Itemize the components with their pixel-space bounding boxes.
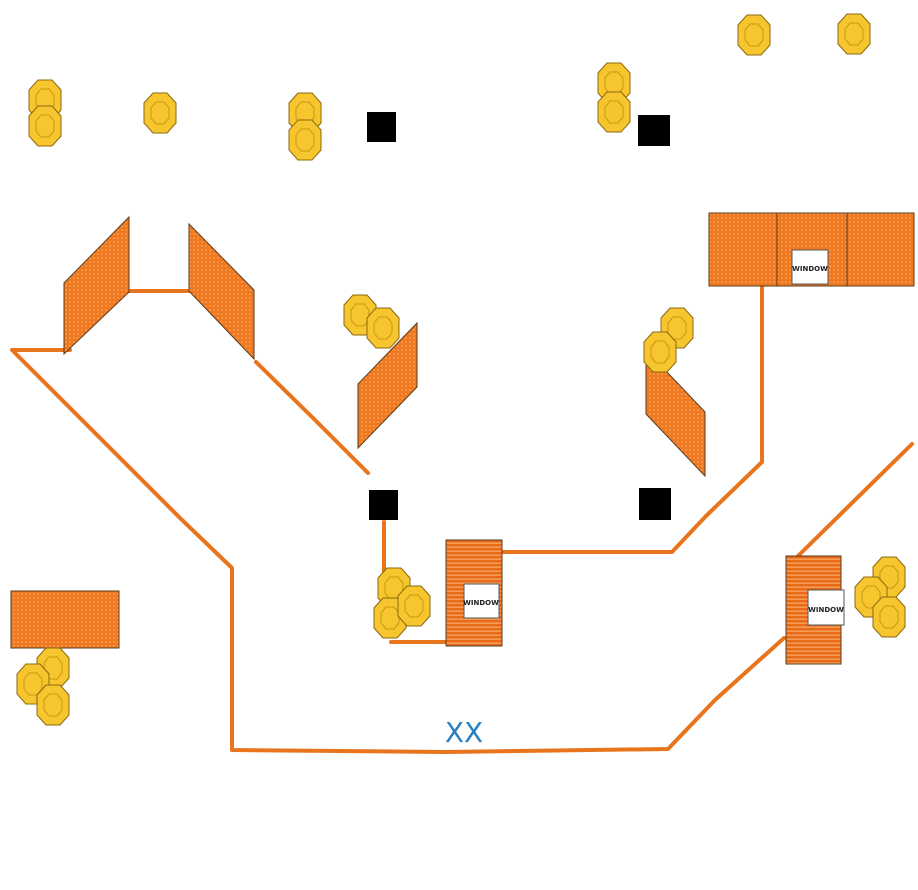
structure-center: WINDOW [445,539,503,647]
targets [16,13,906,726]
route-diagonal-center [254,360,370,475]
position-marker-xx: XX [445,716,483,749]
window-box-north-east [791,249,829,285]
barrier-wall-center-right [645,348,706,478]
target-octagon [397,585,431,627]
post-north-center [367,112,396,142]
posts [367,112,671,520]
route-north-east [500,285,764,554]
target-octagon [288,119,322,161]
window-box-east [807,589,845,626]
structure-east: WINDOW [785,555,845,665]
barrier-block-west [10,590,120,649]
target-octagon [36,684,70,726]
post-north-east [638,115,670,146]
target-octagon [597,91,631,133]
post-center-right [639,488,671,520]
target-octagon [643,331,677,373]
window-label-north-east: WINDOW [792,265,828,273]
route-east-diagonal [796,442,914,558]
target-octagon [28,105,62,147]
window-label-center: WINDOW [463,599,499,607]
route-lines [10,285,914,754]
target-octagon [737,14,771,56]
window-box-center [463,583,500,619]
barrier-walls [10,215,706,649]
barrier-wall-center-left [357,321,418,450]
target-octagon [837,13,871,55]
structure-north-east: WINDOW [708,212,915,287]
post-center-left [369,490,398,520]
barrier-wall-northwest-right [188,222,255,361]
target-octagon [143,92,177,134]
target-octagon [366,307,400,349]
barrier-wall-northwest-left [63,215,130,356]
target-octagon [872,596,906,638]
window-label-east: WINDOW [808,606,844,614]
route-main-path [12,350,786,754]
